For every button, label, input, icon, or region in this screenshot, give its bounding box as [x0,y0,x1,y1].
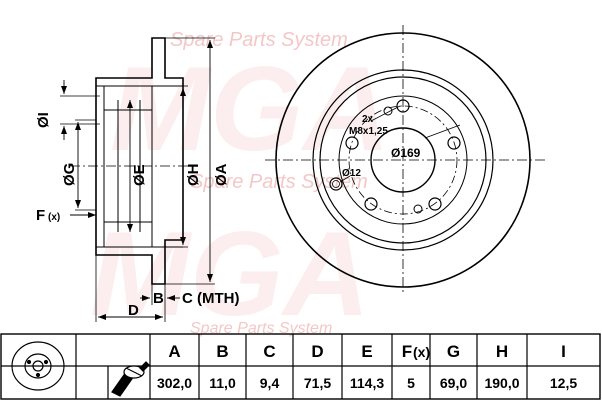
label-hole: Ø12 [342,168,361,179]
label-thread: M8x1,25 [349,126,388,137]
table-header-f-sub: (x) [413,344,430,360]
table-value-c: 9,4 [260,375,280,391]
table-header-a: A [168,342,180,361]
table-value-i: 12,5 [550,375,577,391]
label-dim-e: ØE [131,164,148,186]
watermark-tagline-low: Spare Parts System [190,320,332,337]
table-header-h: H [496,342,508,361]
watermark-tagline: Spare Parts System [170,29,348,51]
table-value-a: 302,0 [157,375,192,391]
side-view-labels: ØI ØG ØE ØH ØA F (x) D B C (MTH) [35,112,239,319]
bolt-hole [447,136,461,150]
table-header-e: E [361,342,372,361]
watermark: MGA MGA Spare Parts System Spare Parts S… [90,29,390,341]
side-view [60,37,215,322]
label-dim-i: ØI [35,112,52,128]
bolt-hole [364,197,378,211]
bolt-hole [396,99,410,113]
table-header-i: I [561,342,566,361]
table-header-f: F [402,342,412,361]
wrench-icon [111,361,150,397]
table-cells: A 302,0 B 11,0 C 9,4 D 71,5 E 114,3 F(x) 5 G 69,0 H 190… [75,334,577,399]
locating-hole [329,177,343,191]
table-value-h: 190,0 [484,375,519,391]
label-dim-f: F [36,207,45,224]
table-header-c: C [263,342,275,361]
bolt-hole [345,136,359,150]
table-header-g: G [447,342,460,361]
table-value-g: 69,0 [440,375,467,391]
hub-inner [104,109,152,223]
spec-table: A 302,0 B 11,0 C 9,4 D 71,5 E 114,3 F(x) 5 G 69,0 H 190… [0,333,601,400]
table-value-d: 71,5 [304,375,331,391]
threaded-hole [383,106,393,116]
table-header-b: B [216,342,228,361]
table-value-b: 11,0 [209,375,236,391]
label-dim-a: ØA [213,163,230,186]
side-view-arrows [61,40,213,320]
label-dim-g: ØG [61,163,78,186]
front-view [265,25,545,295]
table-value-e: 114,3 [350,375,384,391]
table-header-d: D [311,342,323,361]
disc-thumbnail-icon [11,341,65,391]
label-dim-f-sub: (x) [48,212,60,223]
label-dim-b: B [153,290,164,307]
label-dim-c: C (MTH) [182,290,239,307]
label-dim-h: ØH [185,164,202,187]
front-view-labels: 2x M8x1,25 Ø169 Ø12 [342,114,421,179]
label-dim-d: D [128,302,139,319]
threaded-hole [413,204,423,214]
watermark-brand: MGA [110,42,390,176]
table-value-f: 5 [407,375,415,391]
label-bolt-count: 2x [362,114,374,125]
watermark-tagline-mid: Spare Parts System [190,171,368,193]
label-pcd: Ø169 [391,146,421,160]
bolt-hole [428,197,442,211]
watermark-brand-lower: MGA [90,207,370,341]
